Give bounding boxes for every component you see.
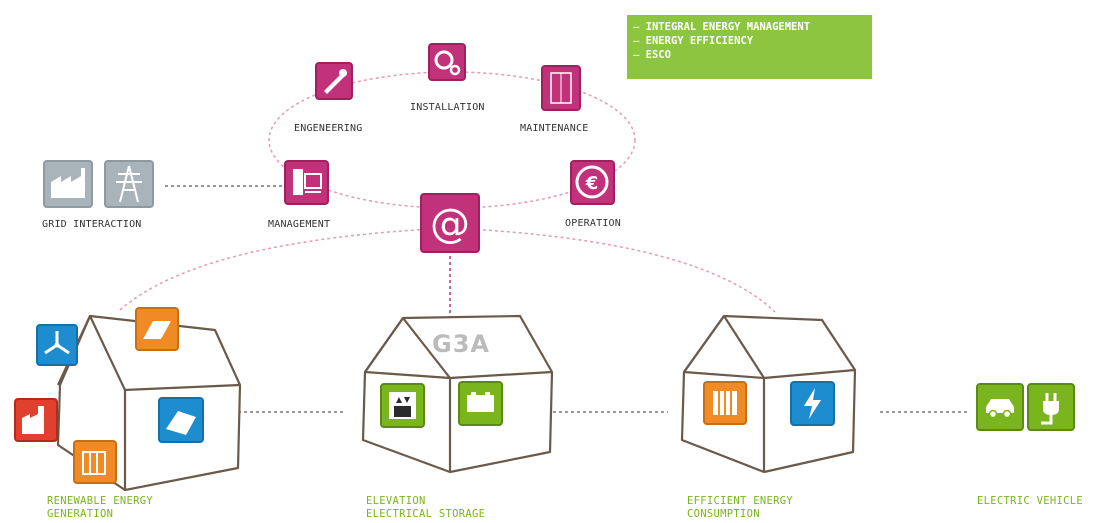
svg-text:@: @ [430, 201, 470, 247]
grid-interaction-label: GRID INTERACTION [42, 219, 142, 230]
house-sign: G3A [432, 330, 490, 358]
heater-orange-icon [73, 440, 117, 484]
lightning-icon [790, 381, 835, 426]
management-label: MANAGEMENT [268, 219, 331, 230]
maintenance-label: MAINTENANCE [520, 123, 589, 134]
elevator-icon [380, 383, 425, 428]
factory-red-icon [14, 398, 58, 442]
service-ring [268, 71, 636, 209]
radiator-icon [703, 381, 747, 425]
management-icon [284, 160, 329, 205]
renewable-label: RENEWABLE ENERGY GENERATION [47, 495, 153, 520]
legend-box: INTEGRAL ENERGY MANAGEMENT ENERGY EFFICI… [627, 15, 872, 79]
battery-icon [458, 381, 503, 426]
elevation-label: ELEVATION ELECTRICAL STORAGE [366, 495, 486, 520]
legend-item: ENERGY EFFICIENCY [633, 34, 872, 48]
house-storage [361, 314, 554, 474]
wind-turbine-icon [36, 324, 78, 366]
operation-label: OPERATION [565, 218, 621, 229]
pylon-icon [104, 160, 154, 208]
solar-thermal-icon [135, 307, 179, 351]
nut-icon [428, 43, 466, 81]
engineering-label: ENGENEERING [294, 123, 363, 134]
vehicle-label: ELECTRIC VEHICLE [977, 495, 1083, 507]
plug-icon [1027, 383, 1075, 431]
svg-text:€: € [585, 173, 599, 194]
house-consumption [680, 314, 857, 474]
legend-item: ESCO [633, 48, 872, 62]
car-icon [976, 383, 1024, 431]
maintenance-icon [541, 65, 581, 111]
legend-item: INTEGRAL ENERGY MANAGEMENT [633, 20, 872, 34]
at-icon: @ [420, 193, 480, 253]
wrench-icon [315, 62, 353, 100]
solar-panel-icon [158, 397, 204, 443]
installation-label: INSTALLATION [410, 102, 485, 113]
connection-arc [119, 227, 776, 313]
efficient-label: EFFICIENT ENERGY CONSUMPTION [687, 495, 793, 520]
euro-icon: € [570, 160, 615, 205]
factory-icon [43, 160, 93, 208]
